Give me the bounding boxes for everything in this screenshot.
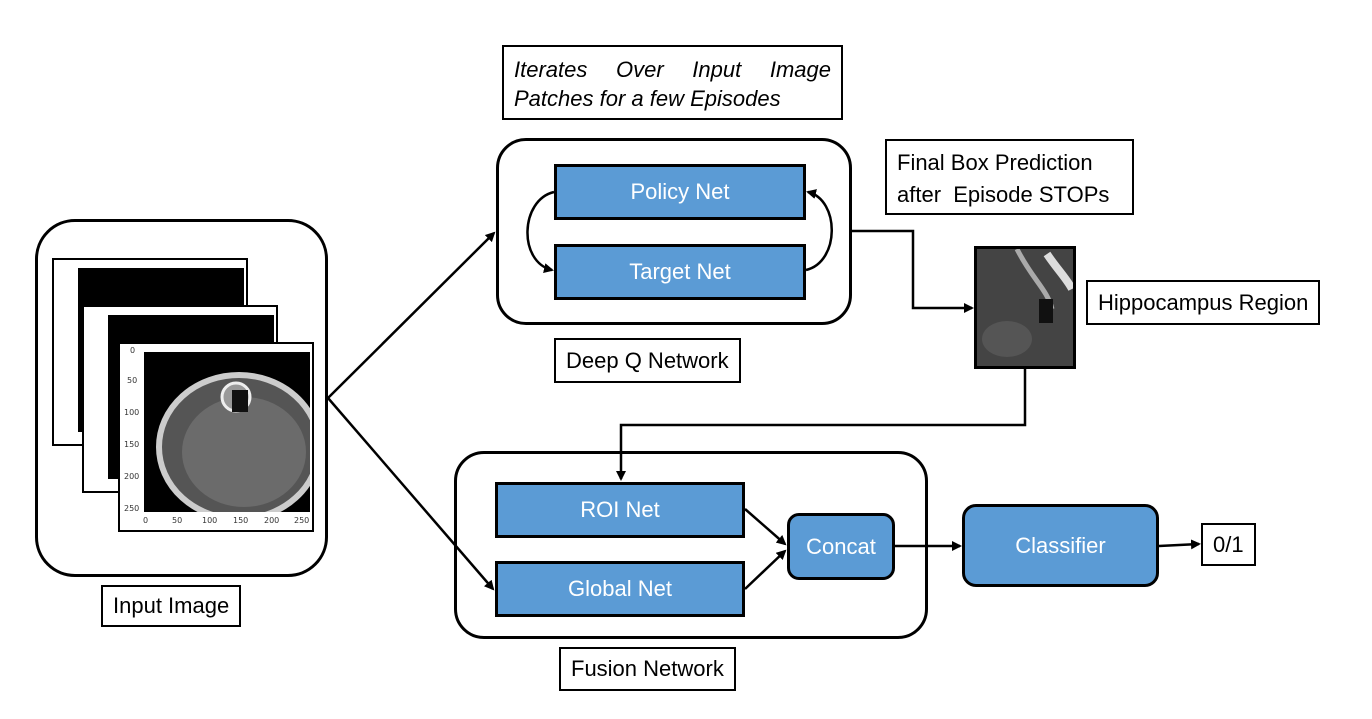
arrow-roi-to-concat [744,508,787,546]
input-image-label: Input Image [101,585,242,627]
deep-q-network-label: Deep Q Network [554,338,741,383]
arrow-global-to-concat [744,549,787,590]
hippocampus-crop-image [974,246,1076,369]
iterates-note-line2: Patches for a few Episodes [514,86,781,111]
mri-plot-front: 0 50 100 150 200 250 0 50 100 150 200 25… [118,342,314,532]
arrow-input-to-global [327,397,495,591]
fusion-network-label: Fusion Network [559,647,736,691]
x-tick: 150 [233,516,249,525]
final-box-note: Final Box Prediction after Episode STOPs [885,139,1134,215]
arrow-classifier-to-output [1158,539,1201,550]
policy-net-block: Policy Net [554,164,806,220]
y-tick: 50 [127,376,138,385]
y-tick: 0 [130,346,136,355]
hippocampus-region-label: Hippocampus Region [1086,280,1321,325]
final-box-line1: Final Box Prediction [897,150,1093,175]
iterates-note-line1: Iterates Over Input Image [514,57,831,82]
x-tick: 100 [202,516,218,525]
y-tick: 200 [124,472,140,481]
output-label: 0/1 [1201,523,1256,566]
x-tick: 250 [294,516,310,525]
x-tick: 50 [172,516,183,525]
target-net-block: Target Net [554,244,806,300]
y-tick: 150 [124,440,140,449]
x-tick: 0 [143,516,149,525]
classifier-block: Classifier [962,504,1159,587]
roi-net-block: ROI Net [495,482,745,538]
brain-scan-image [144,352,310,512]
arrow-dqn-to-hippocampus [852,229,974,313]
y-tick: 250 [124,504,140,513]
iterates-note: Iterates Over Input Image Patches for a … [502,45,843,120]
global-net-block: Global Net [495,561,745,617]
arrow-hippocampus-to-roi [616,369,1027,481]
arrow-target-to-policy [805,189,833,272]
concat-block: Concat [787,513,895,580]
final-box-line2: after Episode STOPs [897,182,1110,207]
arrow-policy-to-target [526,190,555,274]
y-tick: 100 [124,408,140,417]
arrow-input-to-dqn [327,231,496,399]
x-tick: 200 [264,516,280,525]
